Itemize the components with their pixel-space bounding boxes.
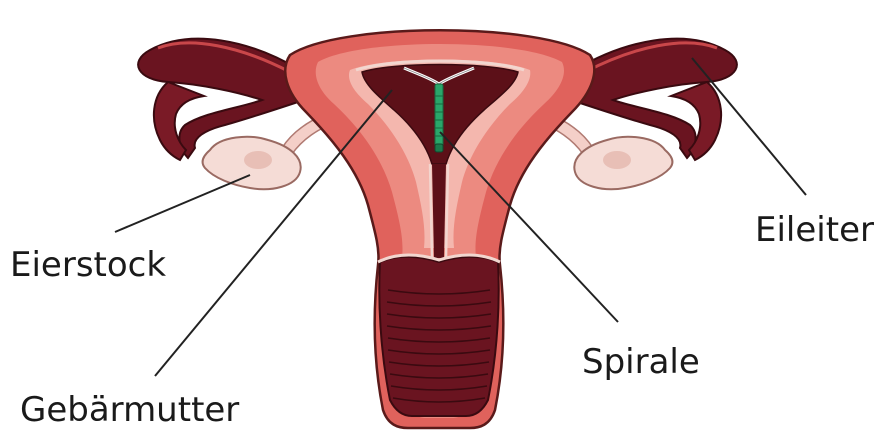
iud-stem: [435, 84, 443, 146]
cervical-canal: [432, 164, 446, 258]
vaginal-canal: [379, 257, 498, 416]
eierstock-leader-line: [115, 175, 250, 232]
left-ovary-shade: [244, 151, 272, 169]
gebaermutter-label: Gebärmutter: [20, 393, 239, 427]
spirale-label: Spirale: [582, 345, 700, 379]
right-ovary-shade: [603, 151, 631, 169]
iud-tip: [435, 144, 443, 152]
eileiter-label: Eileiter: [755, 213, 874, 247]
eierstock-label: Eierstock: [10, 248, 166, 282]
